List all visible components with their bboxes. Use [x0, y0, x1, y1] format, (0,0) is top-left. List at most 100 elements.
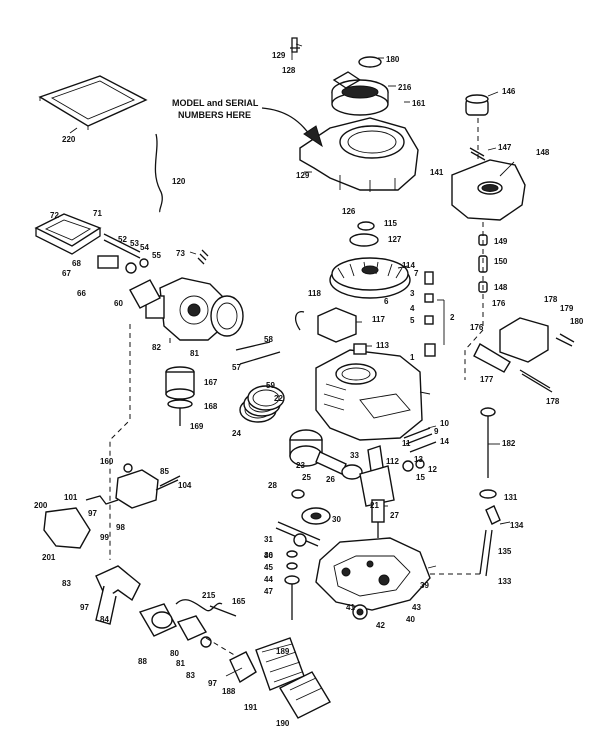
air-filter-cover	[38, 75, 148, 130]
part-label: 146	[502, 87, 516, 96]
part-label: 131	[504, 493, 518, 502]
part-label: 191	[244, 703, 258, 712]
part-label: 83	[186, 671, 195, 680]
part-label: 118	[308, 289, 321, 298]
part-label: 179	[560, 304, 574, 313]
part-label: 40	[406, 615, 415, 624]
lower-air-shroud	[43, 507, 91, 549]
part-label: 97	[208, 679, 217, 688]
part-label: 141	[430, 168, 444, 177]
part-label: 57	[232, 363, 241, 372]
exhaust-pipe	[95, 565, 141, 625]
ignition-coil	[294, 307, 357, 343]
oil-pump-stack	[284, 550, 300, 620]
float-bowl	[165, 366, 195, 400]
part-label: 21	[370, 501, 379, 510]
part-label: 44	[264, 575, 273, 584]
part-labels: 129 128 180 216 161 146 220 147 148 141 …	[34, 51, 584, 728]
part-label: 182	[502, 439, 516, 448]
muffler-spring	[175, 599, 223, 612]
part-label: 88	[138, 657, 147, 666]
cylinder-block	[315, 349, 423, 441]
part-label: 53	[130, 239, 139, 248]
part-label: 26	[326, 475, 335, 484]
part-label: 12	[428, 465, 437, 474]
part-label: 188	[222, 687, 236, 696]
starter-cup	[358, 56, 382, 68]
part-label: 30	[264, 551, 273, 560]
bowl-gasket	[167, 399, 193, 409]
control-bracket	[290, 37, 300, 53]
part-label: 3	[410, 289, 415, 298]
part-label: 165	[232, 597, 246, 606]
part-label: 101	[64, 493, 78, 502]
part-label: 80	[170, 649, 179, 658]
model-serial-note-line2: NUMBERS HERE	[178, 110, 251, 120]
part-label: 7	[414, 269, 419, 278]
part-label: 67	[62, 269, 71, 278]
choke-wire	[154, 133, 163, 213]
part-label: 45	[264, 563, 273, 572]
part-label: 2	[450, 313, 455, 322]
part-label: 84	[100, 615, 109, 624]
air-cleaner-base	[34, 213, 102, 255]
part-label: 24	[232, 429, 241, 438]
part-label: 97	[80, 603, 89, 612]
part-label: 168	[204, 402, 218, 411]
part-label: 81	[190, 349, 199, 358]
part-label: 180	[386, 55, 400, 64]
part-label: 220	[62, 135, 76, 144]
part-label: 148	[536, 148, 550, 157]
fuel-strainer	[469, 147, 486, 161]
carburetor-gasket	[210, 295, 244, 337]
part-label: 73	[176, 249, 185, 258]
part-label: 98	[116, 523, 125, 532]
part-label: 177	[480, 375, 494, 384]
flywheel-nut-stack	[349, 221, 379, 247]
part-label: 4	[410, 304, 415, 313]
part-label: 54	[140, 243, 149, 252]
leader-lines	[189, 43, 515, 677]
part-label: 176	[470, 323, 484, 332]
part-label: 28	[268, 481, 277, 490]
heat-shield-rod	[209, 605, 237, 617]
part-label: 114	[402, 261, 415, 270]
governor-control-bracket	[473, 317, 575, 393]
part-label: 117	[372, 315, 385, 324]
oil-fill-tube	[479, 407, 501, 577]
model-serial-note-line1: MODEL and SERIAL	[172, 98, 259, 108]
part-label: 120	[172, 177, 186, 186]
part-label: 200	[34, 501, 48, 510]
part-label: 135	[498, 547, 512, 556]
cylinder-head-bolts	[353, 343, 367, 355]
part-label: 97	[88, 509, 97, 518]
oil-drain-plug	[352, 604, 368, 620]
part-label: 23	[296, 461, 305, 470]
part-label: 41	[346, 603, 355, 612]
part-label: 27	[390, 511, 399, 520]
part-label: 71	[93, 209, 102, 218]
muffler-body	[229, 637, 331, 719]
part-label: 149	[494, 237, 508, 246]
part-label: 112	[386, 457, 399, 466]
piston	[289, 429, 323, 467]
flywheel	[329, 257, 411, 299]
part-label: 46	[264, 551, 273, 560]
part-label: 133	[498, 577, 512, 586]
part-label: 47	[264, 587, 273, 596]
fuel-tank	[451, 159, 526, 221]
part-label: 128	[282, 66, 296, 75]
part-label: 9	[434, 427, 439, 436]
part-label: 115	[384, 219, 397, 228]
part-label: 60	[114, 299, 123, 308]
part-label: 169	[190, 422, 204, 431]
part-label: 55	[152, 251, 161, 260]
part-label: 99	[100, 533, 109, 542]
part-label: 11	[402, 439, 411, 448]
part-label: 5	[410, 316, 415, 325]
part-label: 13	[414, 455, 423, 464]
piston-rings	[239, 385, 285, 423]
throttle-spring	[85, 495, 119, 505]
part-label: 216	[398, 83, 412, 92]
part-label: 52	[118, 235, 127, 244]
